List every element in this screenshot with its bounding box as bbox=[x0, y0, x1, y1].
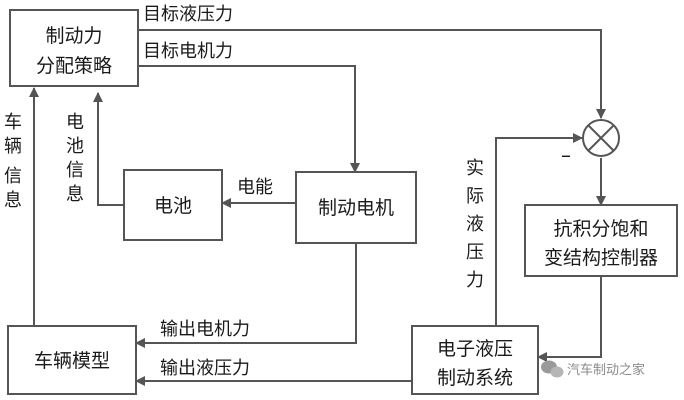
block-vehicle: 车辆模型 bbox=[7, 325, 137, 395]
block-motor-rect bbox=[295, 171, 417, 244]
label-battery-info-char: 息 bbox=[66, 184, 84, 205]
block-hydraulic-line-1: 电子液压 bbox=[437, 338, 513, 360]
label-battery-info-char: 池 bbox=[66, 136, 84, 157]
wechat-icon bbox=[541, 360, 564, 378]
line-output-motor bbox=[135, 243, 357, 348]
block-battery-rect bbox=[123, 169, 223, 241]
watermark: 汽车制动之家 bbox=[541, 360, 645, 378]
label-vehicle-info-char: 车 bbox=[4, 112, 22, 133]
block-strategy: 制动力 分配策略 bbox=[9, 9, 139, 87]
summing-junction-cross-b bbox=[587, 124, 615, 152]
block-hydraulic: 电子液压 制动系统 bbox=[411, 325, 539, 395]
line-actual-hydraulic bbox=[495, 133, 583, 326]
label-electric-energy: 电能 bbox=[237, 177, 273, 198]
block-controller: 抗积分饱和 变结构控制器 bbox=[524, 204, 678, 277]
label-target-motor: 目标电机力 bbox=[143, 41, 233, 62]
line-controller-to-hydraulic bbox=[537, 276, 602, 362]
block-controller-line-2: 变结构控制器 bbox=[544, 247, 658, 269]
label-actual-hydraulic-char: 液 bbox=[466, 214, 484, 235]
label-battery-info-char: 信 bbox=[66, 160, 84, 181]
label-vehicle-info-char: 信 bbox=[4, 166, 22, 187]
block-strategy-line-2: 分配策略 bbox=[36, 55, 112, 77]
line-target-motor bbox=[138, 65, 360, 173]
label-target-hydraulic: 目标液压力 bbox=[143, 4, 233, 25]
label-actual-hydraulic-char: 力 bbox=[466, 270, 484, 291]
block-hydraulic-rect bbox=[411, 325, 539, 395]
label-battery-info: 电 池 信 息 bbox=[66, 112, 84, 205]
label-battery-info-char: 电 bbox=[66, 112, 84, 133]
label-actual-hydraulic-char: 实 bbox=[466, 158, 484, 179]
label-output-hydraulic: 输出液压力 bbox=[160, 358, 250, 379]
block-battery: 电池 bbox=[123, 169, 223, 241]
watermark-text: 汽车制动之家 bbox=[567, 362, 645, 378]
block-strategy-line-1: 制动力 bbox=[45, 25, 102, 47]
label-actual-hydraulic: 实 际 液 压 力 bbox=[466, 158, 484, 291]
block-battery-label: 电池 bbox=[154, 195, 192, 217]
line-target-hydraulic bbox=[138, 29, 606, 119]
label-vehicle-info: 车 辆 信 息 bbox=[4, 112, 22, 211]
block-vehicle-rect bbox=[7, 325, 137, 395]
summing-minus-sign: – bbox=[561, 143, 571, 167]
label-actual-hydraulic-char: 压 bbox=[466, 242, 484, 263]
block-vehicle-label: 车辆模型 bbox=[34, 350, 110, 372]
summing-junction bbox=[582, 119, 620, 157]
block-controller-line-1: 抗积分饱和 bbox=[553, 218, 648, 240]
block-controller-rect bbox=[524, 204, 678, 277]
label-vehicle-info-char: 息 bbox=[4, 190, 22, 211]
line-battery-info bbox=[93, 92, 124, 206]
block-motor-label: 制动电机 bbox=[318, 197, 394, 219]
label-actual-hydraulic-char: 际 bbox=[466, 186, 484, 207]
label-vehicle-info-char: 辆 bbox=[4, 136, 22, 157]
block-strategy-rect bbox=[9, 9, 139, 87]
block-motor: 制动电机 bbox=[295, 171, 417, 244]
block-hydraulic-line-2: 制动系统 bbox=[437, 367, 513, 389]
label-output-motor: 输出电机力 bbox=[160, 319, 250, 340]
